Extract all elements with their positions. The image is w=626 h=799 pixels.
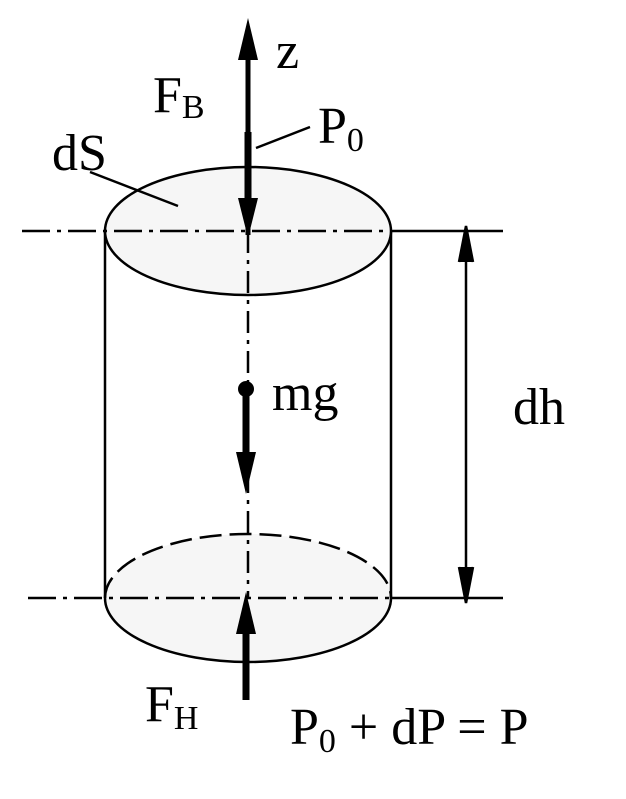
pressure-equation: P0 + dP = P xyxy=(290,699,528,760)
force-top-sub: B xyxy=(182,89,205,126)
p0-leader xyxy=(255,125,311,150)
leader-lines xyxy=(89,125,311,208)
bottom-force-arrow xyxy=(236,592,256,700)
height-dimension xyxy=(457,225,475,604)
pressure-top-sub: 0 xyxy=(347,122,364,159)
bottom-force-arrowhead xyxy=(236,592,256,634)
weight-arrow xyxy=(236,381,256,494)
equation-rest: + dP = P xyxy=(336,699,529,756)
force-bottom-sub: H xyxy=(174,700,199,737)
reference-lines xyxy=(22,229,503,600)
pressure-top-label: P0 xyxy=(318,98,364,159)
z-arrowhead xyxy=(238,18,258,60)
force-top-main: F xyxy=(153,67,182,124)
top-force-arrowhead xyxy=(238,198,258,238)
force-top-label: FB xyxy=(153,67,205,126)
weight-label: mg xyxy=(272,365,338,422)
force-bottom-label: FH xyxy=(145,676,198,737)
equation-p: P xyxy=(290,699,319,756)
dh-bottom-arrowhead xyxy=(457,566,475,604)
equation-sub: 0 xyxy=(319,723,336,760)
force-bottom-main: F xyxy=(145,676,174,733)
pressure-top-main: P xyxy=(318,98,347,155)
cylinder xyxy=(103,165,393,664)
z-label: z xyxy=(276,23,299,80)
top-force-arrow xyxy=(238,132,258,238)
weight-arrowhead xyxy=(236,452,256,494)
ds-leader xyxy=(89,170,179,208)
height-label: dh xyxy=(513,379,565,436)
dh-top-arrowhead xyxy=(457,225,475,263)
area-label: dS xyxy=(52,125,107,182)
